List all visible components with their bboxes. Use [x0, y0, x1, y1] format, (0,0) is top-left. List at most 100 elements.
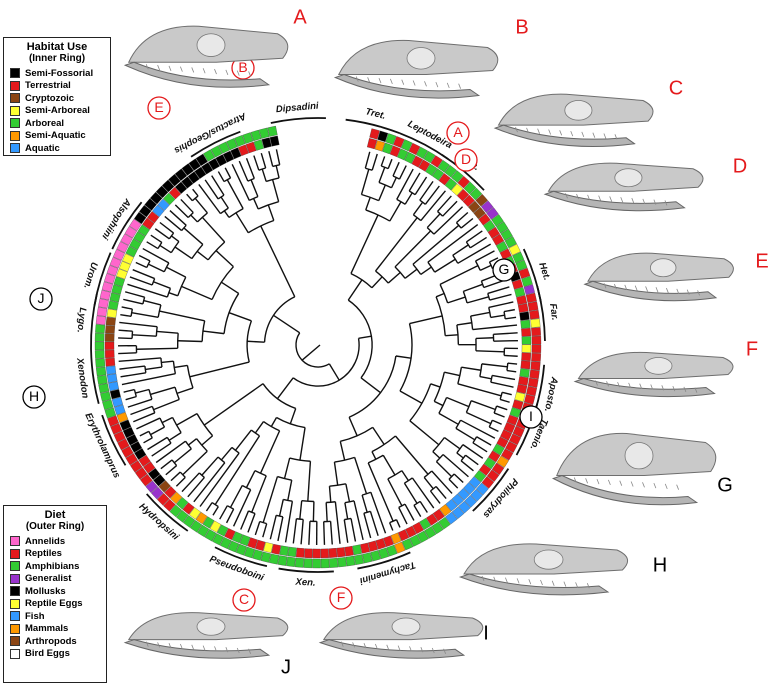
- tree-arc: [217, 456, 226, 464]
- tree-arc: [488, 307, 492, 318]
- diet-legend-item: Bird Eggs: [4, 648, 106, 661]
- tree-branch: [220, 446, 233, 461]
- skull-image: G: [551, 432, 733, 506]
- tree-branch: [181, 285, 213, 301]
- tree-branch: [131, 312, 159, 318]
- diet-legend-label: Bird Eggs: [25, 648, 70, 660]
- diet-cell: [430, 155, 443, 168]
- tree-arc: [155, 326, 158, 337]
- tree-branch: [278, 499, 284, 517]
- tree-branch: [250, 179, 259, 197]
- tree-branch: [378, 184, 386, 201]
- habitat-cell: [143, 461, 156, 474]
- tree-branch: [378, 167, 386, 183]
- skull-tooth: [214, 68, 217, 75]
- tree-arc: [367, 454, 384, 464]
- tree-branch: [404, 192, 413, 205]
- tree-branch: [372, 426, 385, 445]
- tree-branch: [413, 504, 422, 517]
- skull-tooth: [598, 195, 602, 201]
- tree-arc: [465, 241, 471, 249]
- tree-arc: [151, 278, 156, 286]
- tree-branch: [361, 494, 368, 513]
- skull-tooth: [446, 82, 450, 89]
- diet-cell: [195, 153, 208, 167]
- clade-label: Dipsadini: [275, 101, 319, 116]
- habitat-cell: [176, 497, 189, 510]
- skull-tooth: [664, 483, 668, 490]
- tree-branch: [238, 160, 249, 182]
- diet-cell: [145, 480, 158, 493]
- tree-branch: [150, 426, 165, 436]
- tree-branch: [470, 311, 490, 317]
- tree-branch: [187, 477, 205, 498]
- diet-cell: [509, 433, 522, 446]
- tree-branch: [190, 214, 198, 223]
- tree-branch: [499, 398, 510, 403]
- diet-cell: [104, 407, 117, 419]
- habitat-cell: [194, 166, 207, 179]
- habitat-legend-swatch: [10, 118, 20, 129]
- tree-branch: [394, 435, 429, 475]
- diet-cell: [96, 306, 108, 317]
- tree-arc: [148, 389, 153, 400]
- habitat-cell: [468, 476, 481, 489]
- diet-cell: [530, 318, 541, 328]
- skull-tooth: [248, 648, 251, 654]
- tree-branch: [409, 420, 440, 446]
- skull-orbit: [196, 617, 226, 636]
- tree-branch: [192, 188, 199, 197]
- diet-cell: [250, 129, 262, 142]
- tree-arc: [196, 413, 214, 437]
- habitat-legend-label: Aquatic: [25, 142, 60, 154]
- diet-cell: [133, 211, 147, 225]
- tree-branch: [150, 234, 163, 243]
- tree-arc: [499, 392, 503, 400]
- habitat-cell: [411, 155, 423, 168]
- diet-cell: [212, 533, 224, 546]
- tree-branch: [487, 286, 510, 295]
- diet-cell: [113, 249, 125, 261]
- clade-bar: [357, 551, 411, 570]
- diet-cell: [401, 538, 414, 551]
- tree-branch: [136, 417, 161, 430]
- tree-arc: [247, 219, 275, 234]
- skull-tooth: [225, 69, 229, 75]
- diet-cell: [526, 386, 537, 397]
- habitat-cell: [517, 303, 529, 313]
- tree-branch: [240, 510, 250, 530]
- diet-cell: [377, 130, 389, 142]
- tree-branch: [328, 363, 340, 381]
- skull-tooth: [596, 478, 600, 485]
- skull-label: C: [669, 77, 683, 99]
- diet-cell: [169, 504, 182, 518]
- tree-arc: [437, 210, 444, 217]
- tree-branch: [271, 179, 280, 202]
- habitat-cell: [114, 404, 126, 416]
- habitat-cell: [245, 141, 257, 154]
- tree-branch: [423, 476, 434, 490]
- diet-cell: [168, 173, 181, 187]
- tree-branch: [493, 332, 518, 336]
- diet-cell: [527, 377, 539, 388]
- tree-branch: [347, 279, 363, 301]
- tree-branch: [506, 369, 517, 373]
- habitat-cell: [253, 139, 264, 151]
- habitat-cell: [509, 407, 521, 418]
- tree-arc: [365, 209, 391, 222]
- diet-legend-swatch: [10, 561, 20, 572]
- tree-branch: [339, 441, 346, 461]
- tree-arc: [296, 518, 304, 521]
- habitat-cell: [201, 162, 213, 175]
- tree-branch: [201, 216, 226, 243]
- tree-branch: [254, 521, 261, 536]
- skull-tooth: [431, 647, 435, 654]
- diet-cell: [337, 557, 347, 568]
- habitat-legend-label: Semi-Fossorial: [25, 67, 94, 79]
- tree-arc: [456, 444, 464, 454]
- tree-arc: [398, 503, 406, 509]
- habitat-cell: [478, 213, 491, 226]
- diet-cell: [508, 243, 521, 256]
- diet-cell: [197, 524, 210, 538]
- tree-branch: [261, 168, 267, 182]
